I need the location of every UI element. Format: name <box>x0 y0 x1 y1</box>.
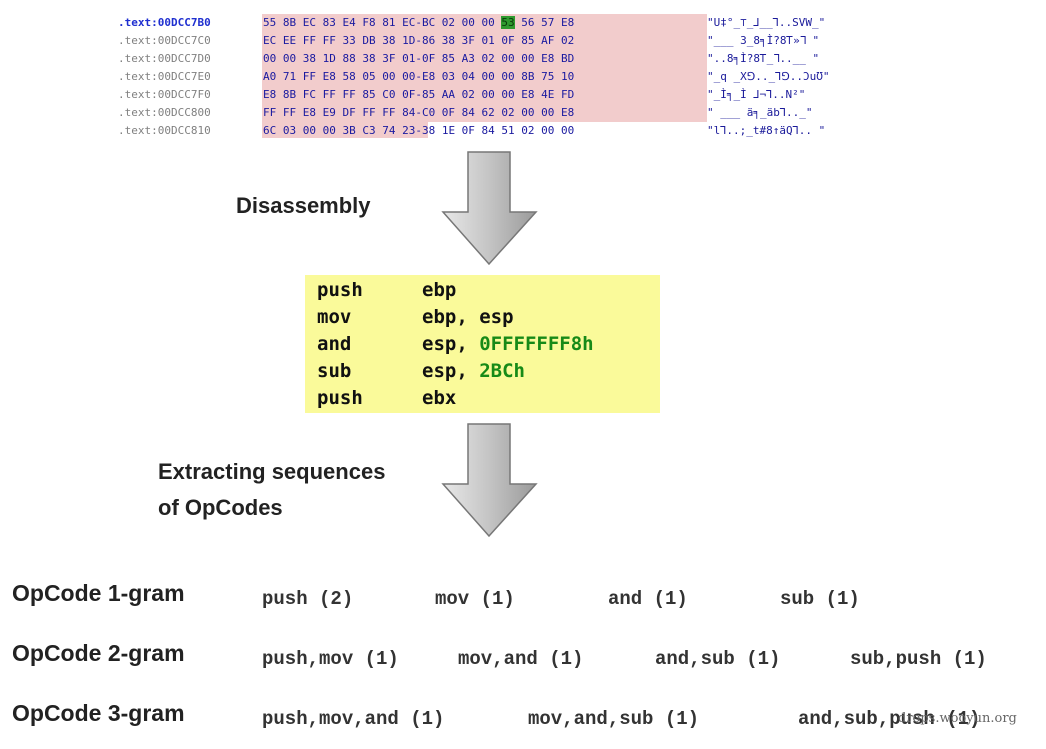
hex-address: .text:00DCC7F0 <box>118 88 211 101</box>
asm-operands: ebx <box>422 387 457 409</box>
asm-operands: ebp <box>422 279 457 301</box>
extracting-label-line2: of OpCodes <box>158 495 283 520</box>
asm-line: push ebp <box>317 279 456 305</box>
ngram-title: OpCode 3-gram <box>12 700 185 726</box>
ngram-item: push,mov,and (1) <box>262 708 445 730</box>
hex-bytes: FF FF E8 E9 DF FF FF 84-C0 0F 84 62 02 0… <box>263 106 575 119</box>
ngram-item: mov,and,sub (1) <box>528 708 700 730</box>
hex-highlight-last <box>262 122 428 138</box>
hex-bytes: 55 8B EC 83 E4 F8 81 EC-BC 02 00 00 53 5… <box>263 16 575 29</box>
asm-immediate: 0FFFFFFF8h <box>479 333 594 355</box>
asm-opcode: mov <box>317 306 352 328</box>
asm-immediate: 2BCh <box>479 360 525 382</box>
ngram-item: push (2) <box>262 588 354 610</box>
asm-operands: esp, <box>422 333 480 355</box>
hex-address: .text:00DCC810 <box>118 124 211 137</box>
asm-opcode: and <box>317 333 352 355</box>
hex-address: .text:00DCC800 <box>118 106 211 119</box>
hex-line: .text:00DCC7C0 EC EE FF FF 33 DB 38 1D-86… <box>118 32 872 50</box>
hex-ascii: "..8╕Ì?8Ꭲ_⅂..__ " <box>707 52 820 65</box>
down-arrow-icon <box>440 150 540 268</box>
ngram-title: OpCode 2-gram <box>12 640 185 666</box>
ngram-item: and,sub (1) <box>655 648 781 670</box>
ngram-item: mov,and (1) <box>458 648 584 670</box>
hex-ascii: " ___ ä╕_äb⅂.._" <box>707 106 813 119</box>
hex-address: .text:00DCC7D0 <box>118 52 211 65</box>
hex-line: .text:00DCC7B0 55 8B EC 83 E4 F8 81 EC-BC… <box>118 14 872 32</box>
asm-line: mov ebp, esp <box>317 306 514 332</box>
ngram-item: sub,push (1) <box>850 648 987 670</box>
hex-ascii: "_q _X⅁.._⅂⅁..ƆuƱ" <box>707 70 830 83</box>
hex-bytes: EC EE FF FF 33 DB 38 1D-86 38 3F 01 0F 8… <box>263 34 575 47</box>
hex-line: .text:00DCC7F0 E8 8B FC FF FF 85 C0 0F-85… <box>118 86 872 104</box>
hex-line: .text:00DCC800 FF FF E8 E9 DF FF FF 84-C0… <box>118 104 872 122</box>
asm-opcode: sub <box>317 360 352 382</box>
ngram-item: and,sub,push (1) <box>798 708 981 730</box>
hex-bytes: E8 8B FC FF FF 85 C0 0F-85 AA 02 00 00 E… <box>263 88 575 101</box>
ngram-item: and (1) <box>608 588 688 610</box>
hex-line: .text:00DCC7E0 A0 71 FF E8 58 05 00 00-E8… <box>118 68 872 86</box>
ngram-item: push,mov (1) <box>262 648 399 670</box>
hex-highlight-block <box>262 14 707 122</box>
hex-ascii: "l⅂..;_t#8↑äQ⅂.. " <box>707 124 826 137</box>
asm-opcode: push <box>317 279 363 301</box>
hex-ascii: "U‡°_⊤_⅃__⅂..SVW_" <box>707 16 826 29</box>
hex-address: .text:00DCC7B0 <box>118 16 211 29</box>
hex-ascii: "_Ì╕_Ì ⅃¬⅂..N²" <box>707 88 806 101</box>
hex-address: .text:00DCC7E0 <box>118 70 211 83</box>
asm-line: push ebx <box>317 387 456 413</box>
hex-line: .text:00DCC810 6C 03 00 00 3B C3 74 23-38… <box>118 122 872 140</box>
asm-line: sub esp, 2BCh <box>317 360 525 386</box>
asm-operands: ebp, esp <box>422 306 514 328</box>
down-arrow-icon <box>440 422 540 540</box>
disassembly-label: Disassembly <box>236 193 371 218</box>
ngram-title: OpCode 1-gram <box>12 580 185 606</box>
hex-address: .text:00DCC7C0 <box>118 34 211 47</box>
hex-line: .text:00DCC7D0 00 00 38 1D 88 38 3F 01-0F… <box>118 50 872 68</box>
asm-line: and esp, 0FFFFFFF8h <box>317 333 594 359</box>
asm-opcode: push <box>317 387 363 409</box>
ngram-item: sub (1) <box>780 588 860 610</box>
watermark: drops.wooyun.org <box>898 711 1017 726</box>
hex-ascii: "___ 3_8╕Ì?8Ꭲ»⅂ " <box>707 34 820 47</box>
assembly-listing: push ebp mov ebp, esp and esp, 0FFFFFFF8h s… <box>305 275 660 413</box>
extracting-label-line1: Extracting sequences <box>158 459 386 484</box>
hex-bytes: A0 71 FF E8 58 05 00 00-E8 03 04 00 00 8… <box>263 70 575 83</box>
ngram-item: mov (1) <box>435 588 515 610</box>
asm-operands: esp, <box>422 360 480 382</box>
hex-bytes: 00 00 38 1D 88 38 3F 01-0F 85 A3 02 00 0… <box>263 52 575 65</box>
hex-bytes: 6C 03 00 00 3B C3 74 23-38 1E 0F 84 51 0… <box>263 124 575 137</box>
